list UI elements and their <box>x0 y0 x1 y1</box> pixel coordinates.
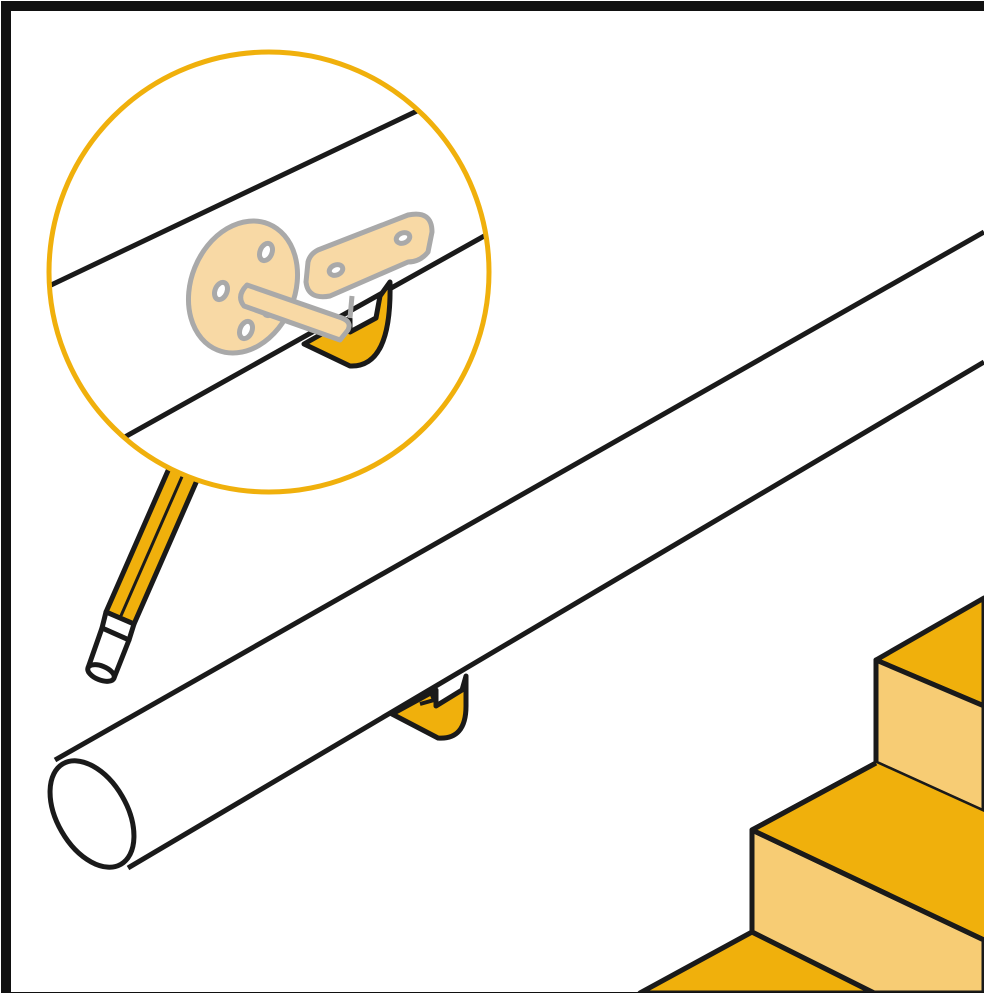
handrail-end-cap <box>47 758 137 870</box>
handrail <box>47 229 984 871</box>
staircase <box>637 595 984 993</box>
stair-edge-middle <box>750 827 984 943</box>
bracket-outline-marking <box>185 211 435 356</box>
stair-edge-bottom <box>750 929 876 993</box>
detail-zoom-circle <box>46 49 492 495</box>
stair-edge-middle-top <box>750 760 878 833</box>
stair-tread-middle-b <box>752 763 984 940</box>
bracket-icon <box>389 673 469 741</box>
